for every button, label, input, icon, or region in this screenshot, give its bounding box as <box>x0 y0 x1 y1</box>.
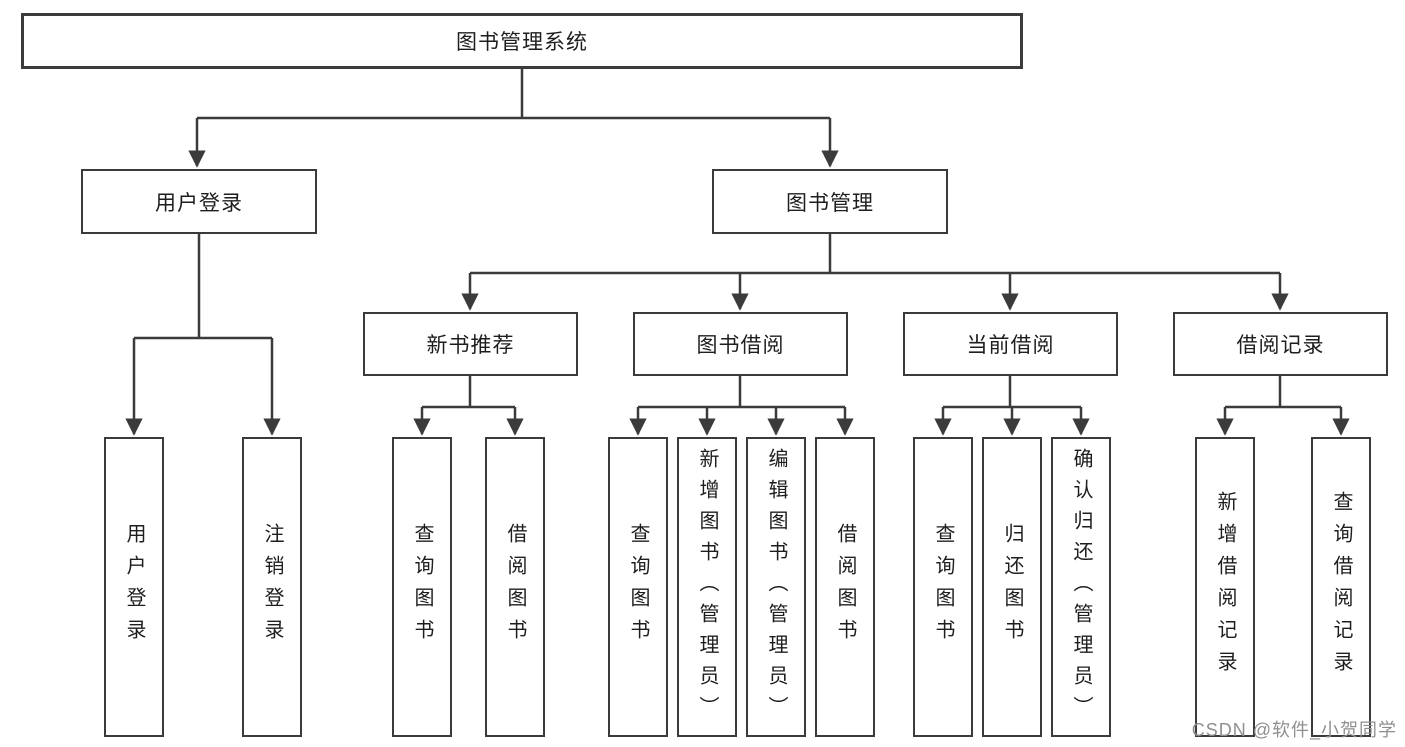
leaf-query-books-recommend: 查询图书 <box>392 437 452 737</box>
leaf-query-books-current: 查询图书 <box>913 437 973 737</box>
csdn-watermark: CSDN @软件_小贺同学 <box>1191 720 1397 740</box>
leaf-add-books-admin: 新增图书（管理员） <box>677 437 737 737</box>
leaf-borrow-books-recommend: 借阅图书 <box>485 437 545 737</box>
leaf-confirm-return-admin: 确认归还（管理员） <box>1051 437 1111 737</box>
node-library-management-system: 图书管理系统 <box>21 13 1023 69</box>
node-user-login: 用户登录 <box>81 169 317 234</box>
node-borrowing-records: 借阅记录 <box>1173 312 1388 376</box>
leaf-query-books-borrow: 查询图书 <box>608 437 668 737</box>
leaf-borrow-books: 借阅图书 <box>815 437 875 737</box>
leaf-logout: 注销登录 <box>242 437 302 737</box>
leaf-edit-books-admin: 编辑图书（管理员） <box>746 437 806 737</box>
leaf-return-books: 归还图书 <box>982 437 1042 737</box>
leaf-add-borrow-record: 新增借阅记录 <box>1195 437 1255 737</box>
node-book-borrowing: 图书借阅 <box>633 312 848 376</box>
node-new-book-recommendation: 新书推荐 <box>363 312 578 376</box>
node-current-borrowing: 当前借阅 <box>903 312 1118 376</box>
node-book-management: 图书管理 <box>712 169 948 234</box>
leaf-user-login: 用户登录 <box>104 437 164 737</box>
leaf-query-borrow-record: 查询借阅记录 <box>1311 437 1371 737</box>
